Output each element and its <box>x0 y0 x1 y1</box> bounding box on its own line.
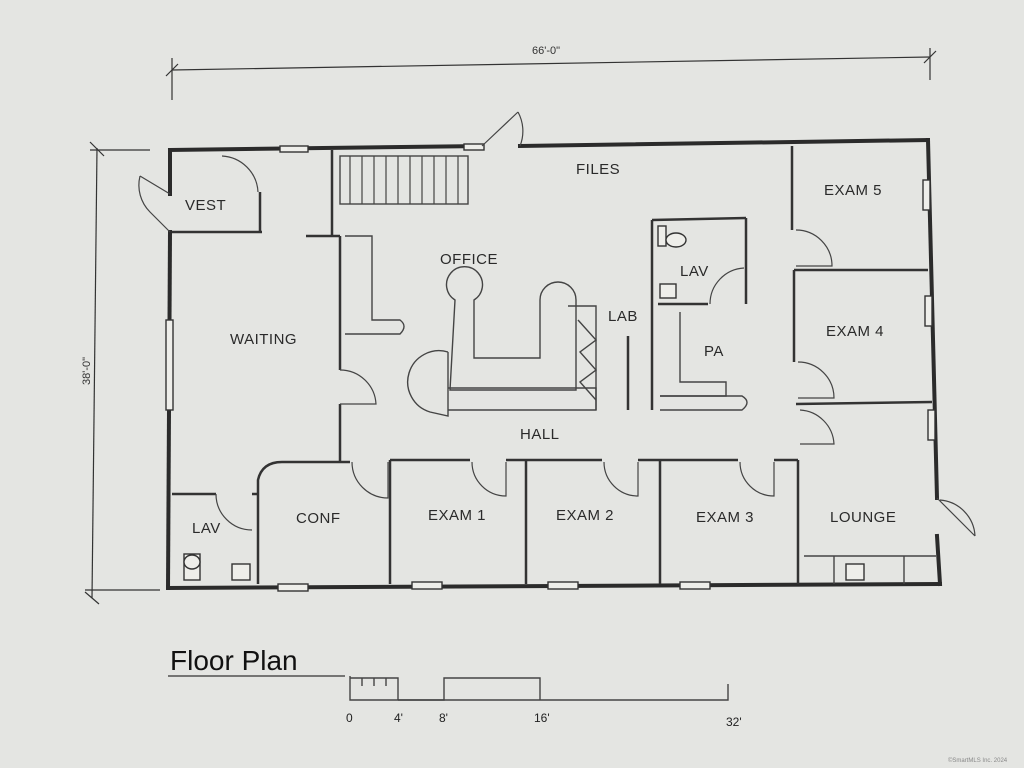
room-label-exam-5: EXAM 5 <box>824 182 882 199</box>
scale-tick-8: 8' <box>439 711 448 725</box>
stairs <box>339 155 469 205</box>
room-label-lav-lower: LAV <box>192 520 221 537</box>
room-label-hall: HALL <box>520 426 560 443</box>
room-label-exam-3: EXAM 3 <box>696 509 754 526</box>
interior-walls <box>172 146 936 584</box>
room-label-lav-upper: LAV <box>680 263 709 280</box>
room-label-office: OFFICE <box>440 251 498 268</box>
plumbing-fixtures <box>183 225 865 581</box>
plan-title: Floor Plan <box>170 645 298 676</box>
room-label-lounge: LOUNGE <box>830 509 896 526</box>
watermark: ©SmartMLS Inc. 2024 <box>948 757 1008 764</box>
width-dimension: 66'-0" <box>165 45 937 100</box>
room-label-exam-1: EXAM 1 <box>428 507 486 524</box>
scale-tick-16: 16' <box>534 711 550 725</box>
width-dimension-label: 66'-0" <box>532 45 560 57</box>
room-label-lab: LAB <box>608 308 638 325</box>
room-label-conf: CONF <box>296 510 341 527</box>
height-dimension: 38'-0" <box>81 141 160 605</box>
room-labels: VEST WAITING OFFICE FILES EXAM 5 LAV LAB… <box>185 161 896 537</box>
scale-tick-32: 32' <box>726 715 742 729</box>
height-dimension-label: 38'-0" <box>81 357 93 385</box>
room-label-vest: VEST <box>185 197 226 214</box>
room-label-waiting: WAITING <box>230 331 297 348</box>
room-label-exam-2: EXAM 2 <box>556 507 614 524</box>
room-label-exam-4: EXAM 4 <box>826 323 884 340</box>
scale-tick-4: 4' <box>394 711 403 725</box>
exterior-doors <box>138 111 976 537</box>
exterior-walls <box>165 137 943 591</box>
scale-bar: 0 4' 8' 16' 32' <box>346 676 742 729</box>
scale-tick-0: 0 <box>346 711 353 725</box>
windows <box>165 143 936 592</box>
room-label-files: FILES <box>576 161 620 178</box>
room-label-pa: PA <box>704 343 724 360</box>
